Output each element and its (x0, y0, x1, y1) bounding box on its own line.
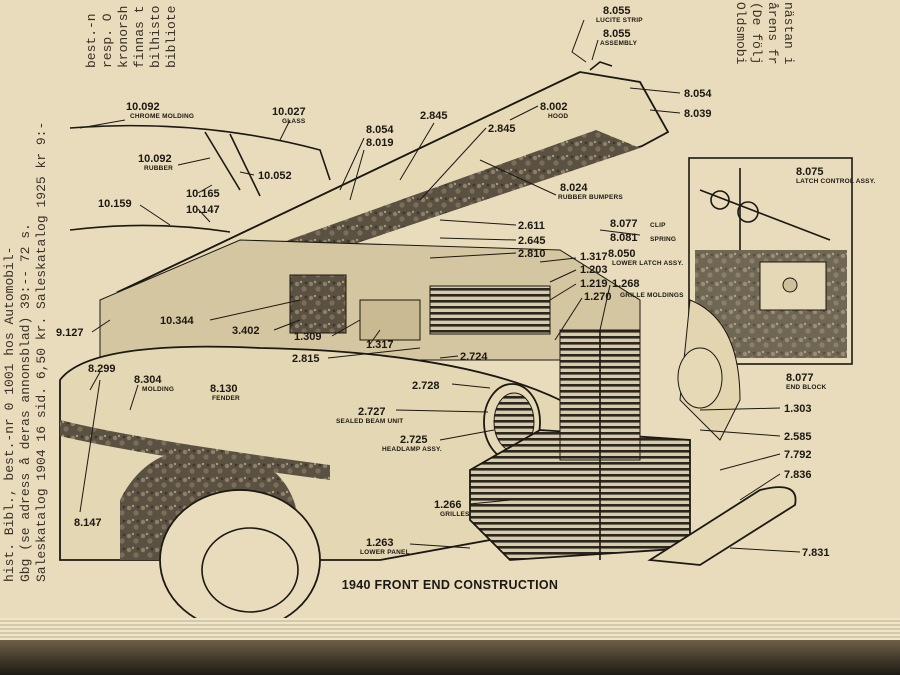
callout-description: GLASS (282, 118, 306, 125)
callout-number: 8.077 (786, 372, 814, 384)
callout-description: SEALED BEAM UNIT (336, 418, 403, 425)
callout-number: 8.054 (366, 124, 394, 136)
windshield (69, 124, 331, 233)
callout-description: MOLDING (142, 386, 174, 393)
callout-number: 8.077 (610, 218, 638, 230)
callout-number: 1.268 (612, 278, 640, 290)
callout-number: 8.055 (603, 5, 631, 17)
callout-number: 1.219 (580, 278, 608, 290)
callout-number: 2.810 (518, 248, 546, 260)
callout-number: 2.611 (518, 220, 545, 232)
callout-number: 8.019 (366, 137, 394, 149)
callout-number: 8.130 (210, 383, 238, 395)
callout-number: 8.024 (560, 182, 588, 194)
callout-number: 1.303 (784, 403, 812, 415)
callout-number: 7.792 (784, 449, 812, 461)
callout-number: 8.039 (684, 108, 712, 120)
book-page: hist. Bibl., best.-nr 0 1001 hos Automob… (0, 0, 900, 640)
callout-description: CLIP (650, 222, 666, 229)
callout-number: 10.165 (186, 188, 220, 200)
page-stack-edge (0, 618, 900, 640)
callout-number: 2.727 (358, 406, 386, 418)
callout-description: FENDER (212, 395, 240, 402)
callout-number: 8.050 (608, 248, 636, 260)
fender (59, 345, 602, 631)
callout-number: 2.725 (400, 434, 428, 446)
callout-number: 1.317 (580, 251, 608, 263)
callout-number: 8.081 (610, 232, 638, 244)
callout-description: RUBBER (144, 165, 173, 172)
callout-number: 10.147 (186, 204, 220, 216)
callout-number: 10.159 (98, 198, 132, 210)
callout-number: 1.263 (366, 537, 394, 549)
table-shadow (0, 640, 900, 675)
callout-number: 2.845 (420, 110, 448, 122)
callout-description: LATCH CONTROL ASSY. (796, 178, 876, 185)
callout-number: 2.815 (292, 353, 320, 365)
callout-number: 10.052 (258, 170, 292, 182)
callout-number: 10.344 (160, 315, 195, 327)
callout-number: 3.402 (232, 325, 260, 337)
callout-number: 1.309 (294, 331, 322, 343)
callout-description: LOWER PANEL (360, 549, 410, 556)
callout-number: 9.127 (56, 327, 84, 339)
callout-number: 10.027 (272, 106, 306, 118)
callout-number: 8.002 (540, 101, 568, 113)
callout-number: 1.317 (366, 339, 394, 351)
callout-description: ASSEMBLY (600, 40, 638, 47)
callout-number: 2.585 (784, 431, 812, 443)
figure-caption: 1940 FRONT END CONSTRUCTION (341, 578, 559, 592)
callout-number: 1.203 (580, 264, 608, 276)
callout-number: 8.075 (796, 166, 824, 178)
right-fender (677, 299, 741, 441)
callout-number: 2.728 (412, 380, 440, 392)
callout-description: HOOD (548, 113, 568, 120)
callout-description: CHROME MOLDING (130, 113, 194, 120)
callout-number: 2.845 (488, 123, 516, 135)
callout-number: 2.724 (460, 351, 488, 363)
callout-number: 1.266 (434, 499, 462, 511)
callout-number: 8.299 (88, 363, 116, 375)
callout-number: 8.147 (74, 517, 102, 529)
callout-number: 10.092 (138, 153, 172, 165)
grille (469, 329, 691, 561)
callout-labels: 8.055 LUCITE STRIP 8.055 ASSEMBLY 8.054 … (56, 5, 876, 559)
engine-compartment (99, 239, 641, 361)
callout-number: 7.831 (802, 547, 830, 559)
callout-description: GRILLE MOLDINGS (620, 292, 684, 299)
car-front-diagram: 8.055 LUCITE STRIP 8.055 ASSEMBLY 8.054 … (56, 5, 876, 631)
callout-description: END BLOCK (786, 384, 827, 391)
bumper (647, 486, 797, 566)
callout-number: 1.270 (584, 291, 612, 303)
callout-description: GRILLES (440, 511, 470, 518)
callout-number: 10.092 (126, 101, 160, 113)
callout-number: 7.836 (784, 469, 812, 481)
callout-description: SPRING (650, 236, 676, 243)
callout-number: 8.054 (684, 88, 712, 100)
callout-number: 8.055 (603, 28, 631, 40)
callout-number: 2.645 (518, 235, 546, 247)
callout-number: 8.304 (134, 374, 162, 386)
callout-description: LOWER LATCH ASSY. (612, 260, 683, 267)
callout-description: RUBBER BUMPERS (558, 194, 623, 201)
callout-description: HEADLAMP ASSY. (382, 446, 442, 453)
leader-lines (79, 19, 801, 553)
callout-description: LUCITE STRIP (596, 17, 643, 24)
